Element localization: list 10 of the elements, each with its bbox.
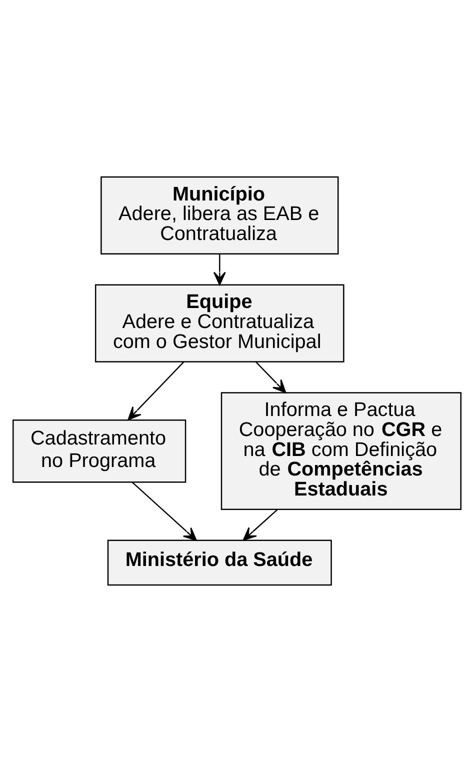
arrow: [128, 360, 184, 420]
arrow: [255, 360, 286, 393]
node-box: Informa e Pactua Cooperação no CGR e na CIB com Definição de Competências Estaduais: [220, 392, 462, 510]
node-box: Equipe Adere e Contratualiza com o Gestor Municipal: [94, 284, 344, 362]
arrow: [242, 508, 278, 540]
node-box: Cadastramento no Programa: [12, 418, 186, 482]
node-box: Município Adere, libera as EAB e Contratualiza: [100, 176, 339, 254]
arrow: [132, 481, 197, 540]
node-box: Ministério da Saúde: [107, 539, 332, 586]
arrow: [213, 254, 226, 285]
